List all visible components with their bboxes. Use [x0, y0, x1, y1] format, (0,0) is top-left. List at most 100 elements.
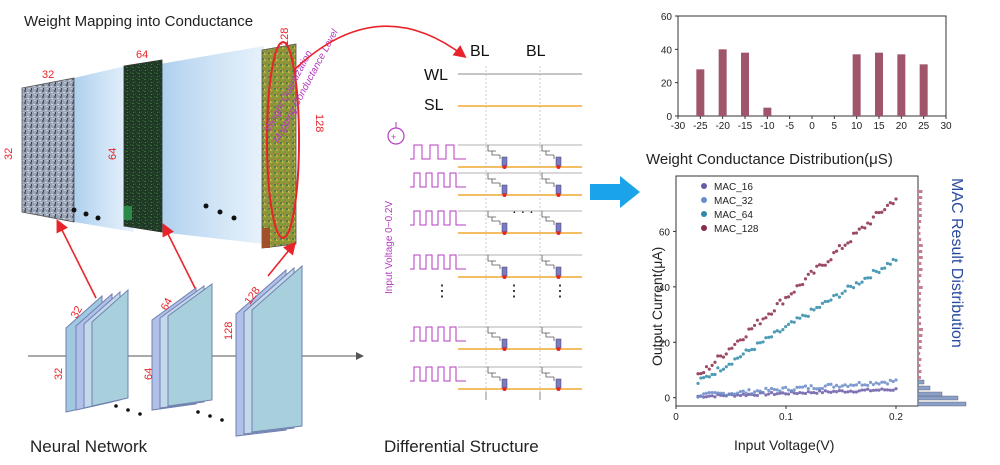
scatter-point — [721, 355, 726, 359]
scatter-plot-frame — [675, 175, 919, 407]
legend-label: MAC_32 — [714, 196, 753, 207]
memristor — [501, 338, 508, 349]
scatter-point — [894, 378, 898, 382]
scatter-point — [789, 292, 793, 296]
transistor — [541, 145, 555, 159]
scatter-point — [840, 291, 844, 296]
cell-node — [502, 165, 507, 169]
scatter-point — [843, 289, 847, 293]
scatter-point — [832, 389, 836, 393]
memristor — [555, 378, 562, 389]
net-label-a-top: 32 — [69, 304, 85, 320]
hist-bar — [917, 395, 959, 401]
mac-result-distribution-label: MAC Result Distribution — [948, 178, 965, 348]
cell — [487, 327, 508, 351]
scatter-point — [736, 356, 740, 360]
scatter-point — [801, 282, 805, 287]
y-tick-label: 0 — [666, 112, 672, 123]
scatter-point — [792, 391, 796, 395]
label-h128: 128 — [313, 114, 325, 132]
scatter-point — [871, 388, 875, 392]
scatter-point — [764, 336, 768, 340]
scatter-point — [798, 385, 802, 389]
scatter-point — [866, 383, 870, 387]
layer-arrow-3 — [267, 241, 297, 277]
scatter-point — [755, 318, 760, 322]
hist-bar — [918, 280, 921, 283]
hist-bar — [918, 274, 922, 277]
x-tick-label: 10 — [851, 121, 863, 132]
hist-bar — [918, 226, 921, 229]
scatter-point — [716, 391, 720, 395]
beam-1 — [74, 64, 134, 232]
hist-bar — [918, 304, 921, 307]
scatter-point — [727, 347, 731, 351]
scatter-point — [883, 380, 887, 384]
scatter-point — [738, 389, 743, 394]
scatter-point — [750, 347, 754, 352]
scatter-point — [837, 244, 842, 248]
scatter-point — [854, 383, 859, 387]
input-signals — [410, 144, 466, 382]
input-pulse — [410, 254, 466, 270]
scatter-point — [868, 380, 873, 384]
scatter-point — [778, 330, 782, 334]
scatter-point — [741, 352, 745, 356]
scatter-point — [888, 388, 892, 392]
scatter-point — [812, 386, 816, 391]
scatter-point — [724, 365, 728, 369]
scatter-point — [809, 384, 813, 388]
scatter-point — [786, 322, 791, 326]
scatter-point — [888, 378, 892, 382]
scatter-point — [733, 342, 737, 347]
scatter-point — [803, 314, 808, 318]
scatter-point — [704, 395, 709, 399]
scatter-point — [781, 328, 785, 332]
scatter-point — [769, 390, 774, 395]
scatter-point — [704, 391, 709, 395]
scatter-point — [854, 231, 859, 235]
scatter-point — [781, 302, 785, 306]
hist-bar — [918, 364, 921, 367]
cell-node — [556, 347, 561, 351]
plane-ellipsis-1 — [71, 207, 101, 221]
memristor — [555, 184, 562, 195]
y-tick-label: 40 — [659, 283, 671, 294]
scatter-point — [721, 394, 726, 398]
diff-caption: Differential Structure — [384, 437, 539, 456]
scatter-point — [823, 299, 827, 304]
scatter-point — [724, 393, 728, 398]
scatter-point — [775, 329, 779, 333]
scatter-point — [792, 320, 796, 324]
scatter-point — [891, 202, 895, 206]
scatter-point — [826, 299, 830, 303]
scatter-point — [801, 313, 805, 317]
scatter-point — [843, 383, 847, 387]
scatter-point — [738, 338, 743, 342]
transistor — [487, 367, 501, 381]
scatter-point — [741, 392, 745, 396]
scatter-point — [820, 263, 825, 267]
bar — [919, 64, 928, 116]
hist-bar — [918, 376, 921, 379]
mac-side-histogram — [917, 176, 967, 407]
plane-128-marker — [262, 228, 270, 248]
hist-bar — [918, 322, 922, 325]
scatter-point — [786, 295, 791, 299]
scatter-point — [829, 258, 833, 262]
scatter-point — [835, 293, 839, 297]
scatter-point — [826, 260, 830, 264]
scatter-point — [795, 391, 799, 396]
bar — [741, 52, 749, 116]
scatter-point — [707, 394, 711, 398]
scatter-point — [835, 383, 839, 388]
scatter-point — [888, 201, 892, 205]
scatter-point — [832, 251, 836, 255]
scatter-point — [761, 340, 765, 344]
plane-ellipsis-2 — [203, 203, 237, 221]
scatter-point — [789, 320, 793, 324]
scatter-point — [769, 335, 774, 339]
scatter-point — [851, 390, 856, 394]
scatter-point — [750, 327, 754, 331]
hist-bar — [917, 385, 931, 391]
